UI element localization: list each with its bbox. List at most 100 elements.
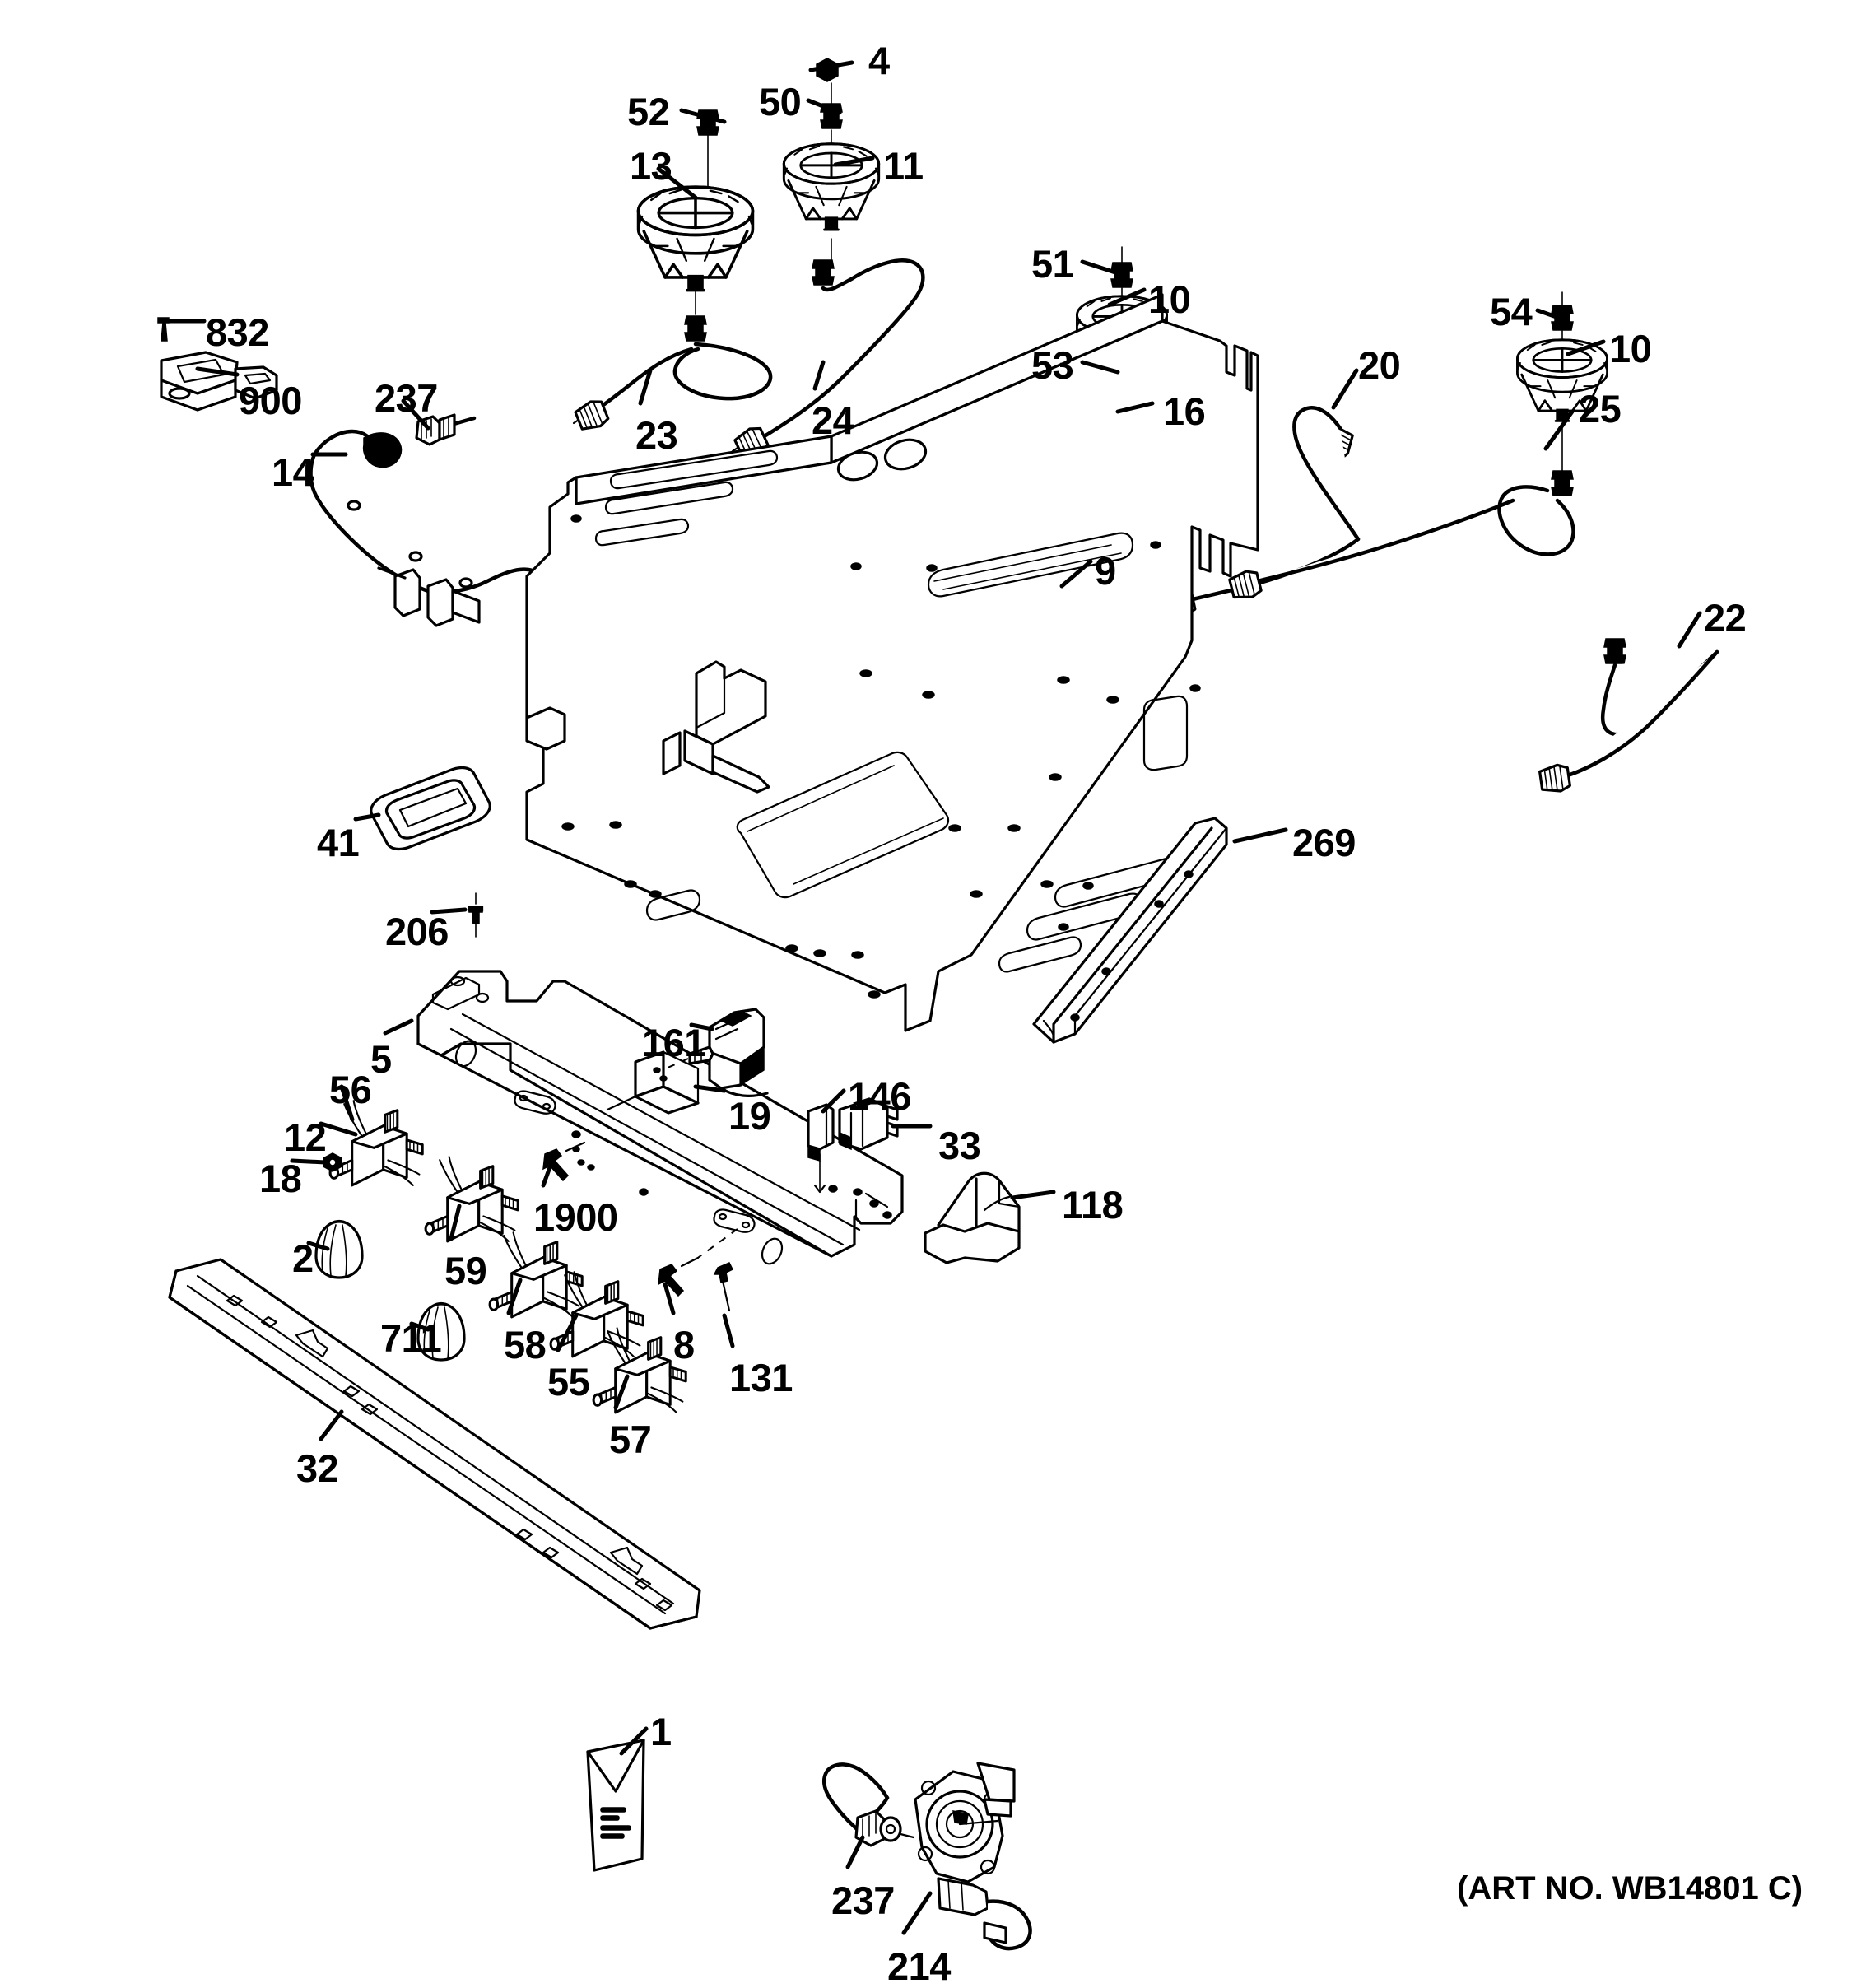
leader-bracket-19: [693, 1084, 727, 1093]
leader-burner-head-large: [656, 166, 698, 200]
leader-control-panel-bracket-5: [383, 1018, 414, 1036]
leader-compression-fitting-237: [401, 398, 430, 431]
callout-gas-valve-55: 55: [547, 1360, 590, 1404]
leader-nut-18: [290, 1158, 328, 1165]
leader-gas-valve-59: [449, 1204, 462, 1241]
callout-burner-box-gasket-41: 41: [317, 821, 360, 864]
callout-grommet-118: 118: [1062, 1183, 1124, 1227]
leader-clip-146: [821, 1088, 846, 1114]
leader-gas-valve-12: [319, 1121, 358, 1137]
bracket-900: [160, 351, 278, 412]
leader-gas-tube-23: [638, 368, 653, 406]
screw-206: [468, 892, 484, 938]
compression-fitting-237: [415, 413, 477, 446]
callout-clip-146: 146: [848, 1074, 911, 1118]
leader-grommet-118: [1010, 1190, 1056, 1200]
leader-compression-fitting-237b: [845, 1835, 865, 1869]
instruction-packet-1: [586, 1739, 645, 1872]
callout-gas-valve-57: 57: [609, 1418, 652, 1461]
callout-orifice-spud-left-rear: 50: [759, 80, 802, 123]
side-rail-269: [1032, 817, 1228, 1044]
leader-screw-1900: [541, 1165, 552, 1188]
callout-leader-lines: [162, 60, 1702, 1935]
callout-gas-tube-20: 20: [1358, 343, 1401, 387]
screw-1900: [542, 1141, 586, 1182]
callout-burner-head-small: 11: [883, 144, 924, 188]
gas-tube-24: [731, 258, 925, 462]
leader-gas-valve-56: [339, 1084, 355, 1122]
leader-gas-valve-58: [506, 1278, 523, 1315]
leader-orifice-spud-left-front: [679, 108, 727, 124]
callout-gas-tube-24: 24: [812, 398, 854, 442]
callout-screw-131: 131: [729, 1356, 793, 1399]
switch-33: [838, 1097, 899, 1151]
leader-orifice-spud-left-rear: [806, 98, 842, 115]
callout-screw-832: 832: [206, 310, 269, 354]
leader-gas-tube-24: [812, 360, 826, 391]
leader-burner-head-right-rear: [1107, 287, 1147, 307]
leader-orifice-spud-right-rear: [1080, 259, 1120, 276]
leader-orifice-spud-right-front: [1080, 360, 1120, 375]
leader-gas-tube-22: [1677, 611, 1702, 649]
callout-gas-valve-58: 58: [504, 1323, 547, 1366]
callout-control-knob-2: 2: [292, 1236, 314, 1280]
gas-tube-22: [1538, 638, 1719, 795]
nut-18: [323, 1152, 342, 1172]
callout-gas-tube-25: 25: [1579, 387, 1622, 431]
leader-screw-131: [722, 1313, 735, 1348]
callout-bracket-19: 19: [728, 1094, 771, 1138]
leader-trim-rail-32: [319, 1409, 344, 1441]
callout-gas-valve-59: 59: [444, 1249, 487, 1292]
clip-146: [807, 1103, 835, 1194]
callout-gas-pressure-regulator-214: 214: [887, 1944, 951, 1988]
callout-gas-tube-22: 22: [1704, 596, 1747, 640]
leader-gas-valve-55: [556, 1313, 579, 1352]
leader-burner-box-gasket-41: [353, 812, 381, 822]
gas-tube-23: [572, 315, 773, 435]
leader-instruction-packet-1: [619, 1726, 649, 1756]
callout-orifice-spud-left-front: 52: [627, 90, 670, 133]
burner-assembly-far-right: [1516, 291, 1608, 475]
leader-side-rail-269: [1232, 827, 1288, 844]
callout-oven-thermostat-161: 161: [642, 1021, 705, 1064]
leader-gas-valve-57: [613, 1374, 630, 1410]
compression-fitting-237b: [821, 1762, 915, 1847]
leader-gas-pressure-regulator-214: [901, 1891, 933, 1935]
gas-pressure-regulator-214: [914, 1762, 1032, 1951]
burner-box-gasket-41: [370, 766, 491, 851]
callout-side-rail-269: 269: [1292, 821, 1356, 864]
callout-manifold-pipe-14: 14: [272, 450, 314, 494]
callout-screw-1900: 1900: [533, 1195, 618, 1239]
screw-131: [713, 1262, 734, 1312]
screw-8: [658, 1226, 742, 1297]
burner-assembly-left-front: [636, 109, 755, 315]
callout-compression-fitting-237: 237: [375, 376, 438, 420]
control-panel-bracket-5: [416, 970, 904, 1265]
callout-burner-head-large: 13: [630, 144, 672, 188]
callout-orifice-spud-far-right: 54: [1490, 290, 1533, 333]
callout-control-panel-bracket-5: 5: [370, 1037, 392, 1081]
leader-burner-cap-nut: [808, 60, 854, 72]
leader-orifice-spud-far-right: [1535, 308, 1570, 324]
callout-gas-valve-12: 12: [284, 1115, 327, 1159]
grommet-118: [924, 1171, 1021, 1264]
callout-burner-head-far-right: 10: [1609, 327, 1652, 370]
leader-screw-8: [663, 1282, 676, 1315]
trim-rail-32: [168, 1258, 701, 1630]
leader-burner-head-right-front: [1115, 401, 1155, 414]
callout-compression-fitting-237b: 237: [831, 1879, 895, 1922]
leader-bracket-900: [195, 366, 240, 377]
callout-bracket-900: 900: [239, 379, 302, 422]
bracket-19: [606, 1050, 700, 1115]
callout-gas-valve-56: 56: [329, 1068, 372, 1111]
callout-nut-18: 18: [259, 1157, 302, 1200]
callout-orifice-spud-right-rear: 51: [1031, 242, 1074, 286]
callout-control-knob-711: 711: [380, 1316, 442, 1360]
callout-switch-33: 33: [938, 1124, 981, 1167]
leader-burner-head-small: [833, 156, 875, 167]
leader-burner-head-far-right: [1566, 339, 1606, 356]
callout-instruction-packet-1: 1: [650, 1710, 672, 1753]
